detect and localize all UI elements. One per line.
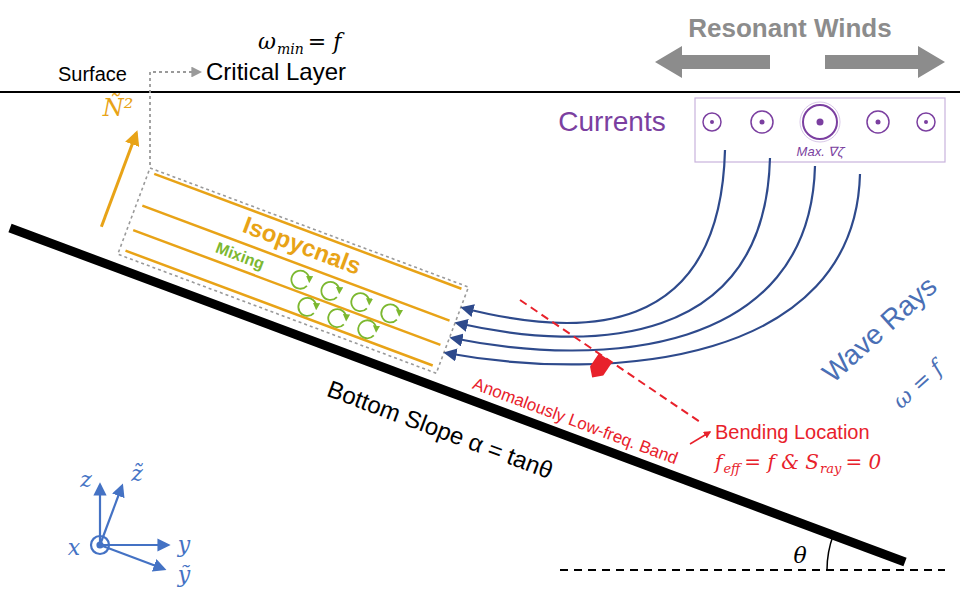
mixing-curl: [326, 307, 349, 330]
pointer-line: [150, 72, 200, 165]
frequency-label: ω = f: [888, 356, 948, 413]
mixing-curl: [349, 291, 372, 314]
equation: = f & S: [744, 451, 819, 473]
vorticity-label: Max. ∇ζ̄: [797, 145, 844, 159]
bottom-slope: [10, 228, 905, 562]
bending-label: Bending Location: [715, 421, 870, 443]
axis-label: x: [68, 536, 80, 560]
mixing-curl: [356, 318, 379, 341]
subscript: min: [277, 42, 304, 57]
wind-arrow: [655, 46, 770, 78]
axis-label: z: [80, 468, 92, 492]
equation: = 0: [845, 451, 881, 473]
subscript: eff: [723, 462, 740, 476]
axis-label: z̃: [131, 462, 143, 486]
frequency-symbol: ω: [258, 30, 276, 54]
wind-label: Resonant Winds: [688, 14, 891, 43]
bending-arrow: [586, 353, 613, 382]
mixing-curl: [289, 268, 312, 291]
wind-arrow: [825, 46, 945, 78]
surface-line: [0, 91, 960, 93]
stratification-label: Ñ²: [103, 95, 134, 121]
equation: f: [715, 451, 722, 473]
axes: [91, 485, 168, 569]
subscript: ray: [820, 462, 841, 476]
angle-arc: [827, 535, 833, 570]
currents-box: [695, 98, 945, 162]
mixing-curl: [379, 302, 402, 325]
axis-label: y: [178, 533, 190, 557]
horizontal-reference: [560, 569, 945, 571]
critical-layer: [94, 133, 478, 373]
mixing-curl: [319, 279, 342, 302]
currents-label: Currents: [558, 107, 665, 138]
stratification-arrow: [101, 133, 136, 227]
equation: = f: [308, 30, 342, 54]
bending-pointer: [690, 432, 710, 444]
angle-label: θ: [793, 544, 806, 568]
mixing-curl: [296, 295, 319, 318]
wave-rays: [446, 150, 860, 364]
axis-label: ỹ: [178, 563, 190, 587]
surface-label: Surface: [58, 63, 127, 85]
critical-layer-label: Critical Layer: [206, 59, 346, 85]
